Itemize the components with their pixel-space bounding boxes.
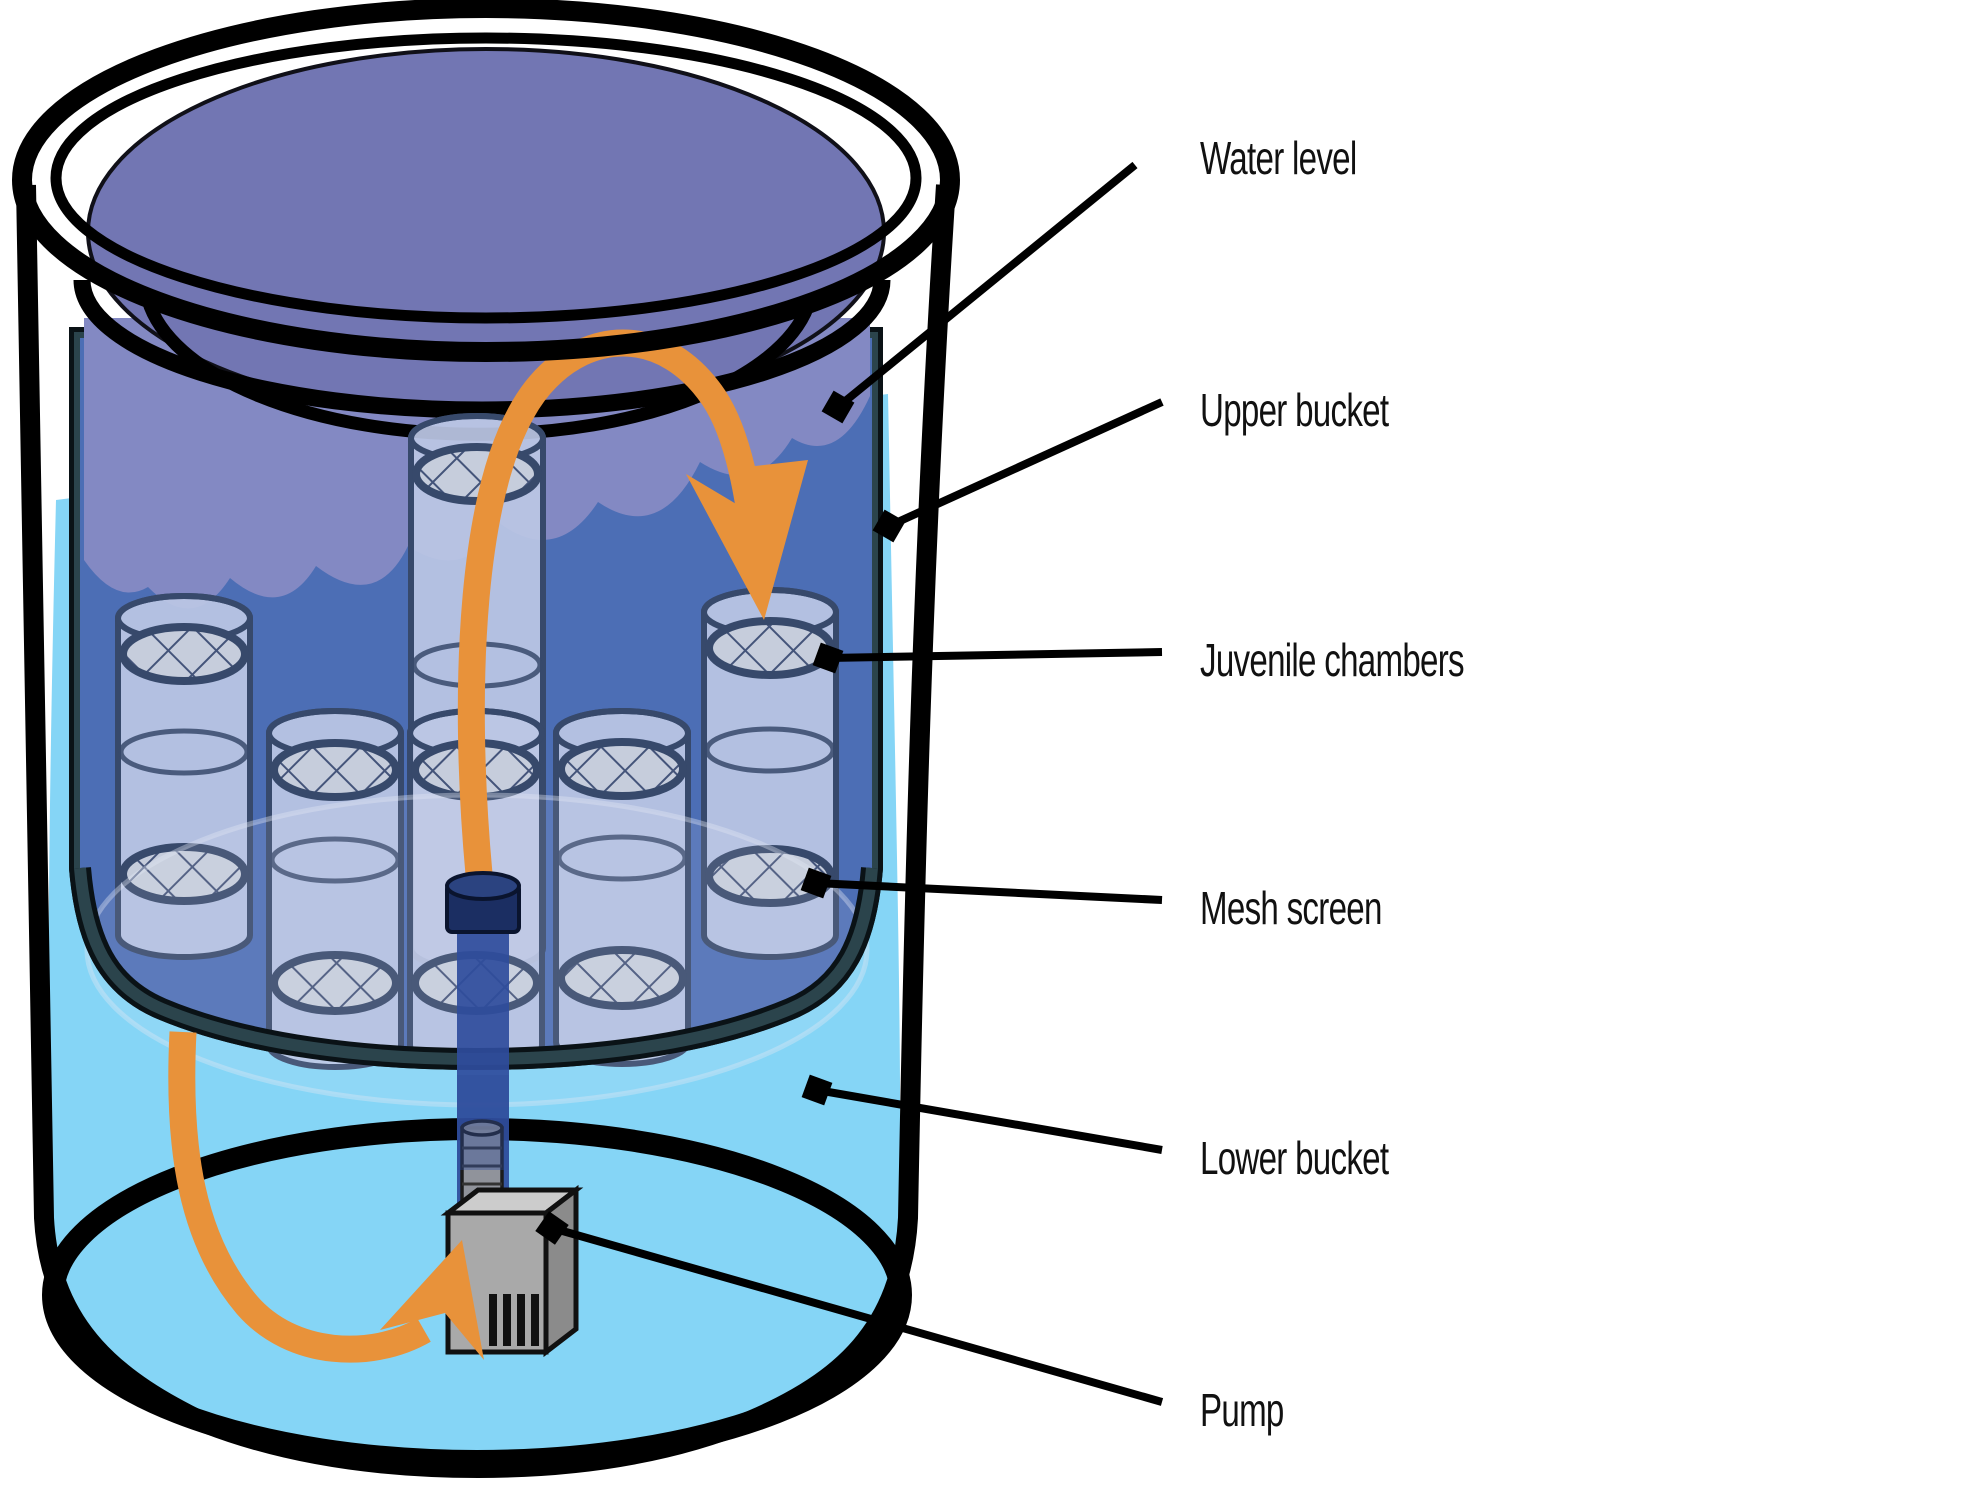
leader-mesh-screen	[815, 879, 1163, 904]
flow-arrowhead-icon	[686, 460, 808, 620]
leader-marker-upper-bucket	[872, 509, 906, 543]
juvenile-chamber-4	[266, 708, 404, 1070]
leader-marker-pump	[535, 1211, 569, 1245]
callout-labels: Water level Upper bucket Juvenile chambe…	[1200, 134, 1465, 1436]
mesh-screen	[557, 738, 687, 800]
leader-lower-bucket	[816, 1086, 1163, 1154]
callout-leaders	[535, 161, 1164, 1406]
mesh-screen	[119, 843, 249, 905]
mesh-screen	[412, 443, 542, 505]
leader-juvenile-chambers	[827, 648, 1163, 662]
label-water-level: Water level	[1200, 134, 1356, 184]
label-juvenile-chambers: Juvenile chambers	[1200, 636, 1464, 686]
leader-marker-lower-bucket	[801, 1074, 833, 1106]
upper-bucket-rim-outer	[73, 279, 891, 419]
label-mesh-screen: Mesh screen	[1200, 884, 1382, 934]
leader-marker-mesh-screen	[800, 867, 832, 899]
leader-water-level	[835, 161, 1138, 411]
mesh-screen	[270, 951, 400, 1015]
flow-arrow-return	[168, 1031, 484, 1363]
label-pump: Pump	[1200, 1386, 1284, 1436]
pump-pipe-assembly	[445, 871, 521, 1205]
lower-bucket	[12, 0, 960, 1479]
lower-bucket-rim-outer	[12, 0, 960, 362]
pipe-coupler	[457, 1075, 509, 1204]
leader-marker-water-level	[821, 390, 855, 424]
label-upper-bucket: Upper bucket	[1200, 386, 1389, 436]
mesh-screen	[119, 623, 249, 685]
label-lower-bucket: Lower bucket	[1200, 1134, 1389, 1184]
juvenile-chamber-1	[115, 593, 253, 960]
mesh-screen	[270, 739, 400, 801]
mesh-screen	[557, 946, 687, 1010]
leader-upper-bucket	[887, 398, 1164, 530]
flow-arrowhead-icon	[380, 1240, 484, 1360]
leader-marker-juvenile-chambers	[812, 642, 844, 674]
lower-bucket-wall	[16, 184, 956, 1479]
pipe-cap-top	[445, 871, 521, 901]
leader-pump	[550, 1224, 1164, 1406]
lower-bucket-rim-inner	[50, 32, 922, 324]
pump-vents	[489, 1294, 539, 1346]
mesh-screen	[705, 617, 835, 679]
